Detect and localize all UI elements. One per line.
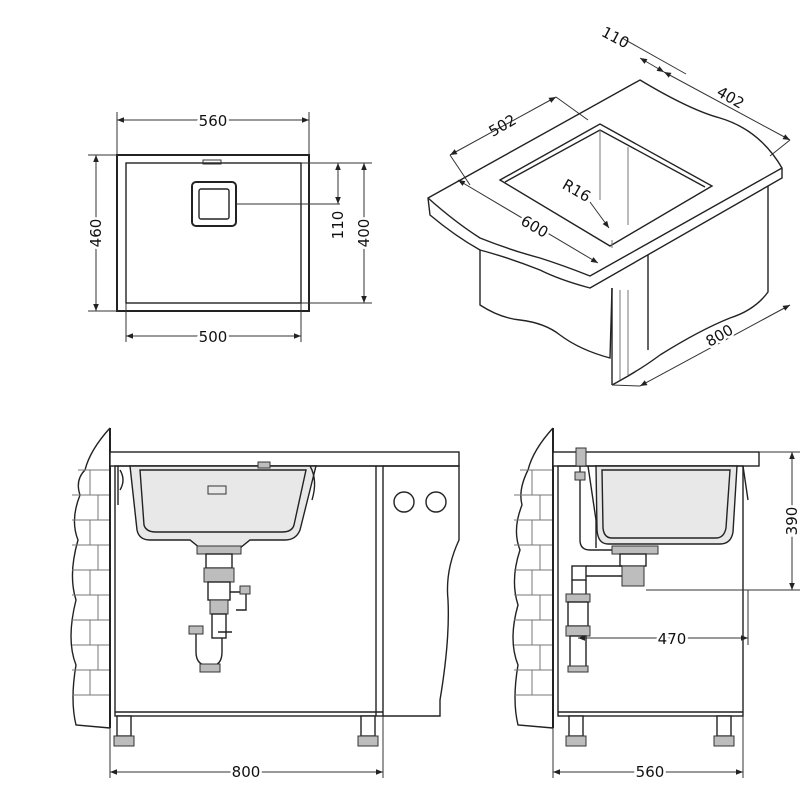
drain-cover-inner bbox=[198, 188, 230, 220]
iso-dim-800-label: 800 bbox=[703, 321, 737, 351]
isometric-view: R16 110 502 402 600 800 bbox=[427, 23, 791, 387]
side-dim-390-label: 390 bbox=[783, 507, 800, 536]
dim-height-label: 460 bbox=[87, 219, 105, 248]
overflow-slot bbox=[202, 159, 222, 165]
side-drain-flange bbox=[611, 545, 659, 555]
iso-cabinet-body bbox=[479, 250, 613, 359]
sink-bowl-outline bbox=[125, 162, 302, 304]
side-wall-bricks bbox=[512, 427, 554, 729]
front-view: 800 bbox=[70, 427, 460, 784]
dim-width-label: 560 bbox=[199, 112, 228, 130]
front-drain-flange bbox=[196, 545, 242, 555]
front-side-door bbox=[383, 465, 460, 717]
side-view: 390 470 560 bbox=[512, 427, 800, 784]
side-sink-bowl bbox=[595, 465, 738, 545]
front-countertop bbox=[109, 451, 460, 467]
side-dim-560-label: 560 bbox=[636, 763, 665, 781]
front-knob-right bbox=[425, 491, 447, 513]
iso-dim-110-label: 110 bbox=[598, 23, 632, 52]
front-foot-right bbox=[360, 715, 376, 737]
front-knob-left bbox=[393, 491, 415, 513]
side-foot-left bbox=[568, 715, 584, 737]
front-dim-800-label: 800 bbox=[232, 763, 261, 781]
top-view: 560 460 500 110 400 bbox=[85, 110, 376, 349]
dim-bowl-height-label: 400 bbox=[355, 219, 373, 248]
dim-bowl-width-label: 500 bbox=[199, 328, 228, 346]
front-foot-left bbox=[116, 715, 132, 737]
sink-outer-outline bbox=[116, 154, 310, 312]
dim-waste-offset-label: 110 bbox=[329, 211, 347, 240]
side-dim-470-label: 470 bbox=[658, 630, 687, 648]
front-sink-bowl bbox=[129, 465, 317, 549]
side-foot-right bbox=[716, 715, 732, 737]
iso-dim-502-label: 502 bbox=[486, 111, 520, 141]
